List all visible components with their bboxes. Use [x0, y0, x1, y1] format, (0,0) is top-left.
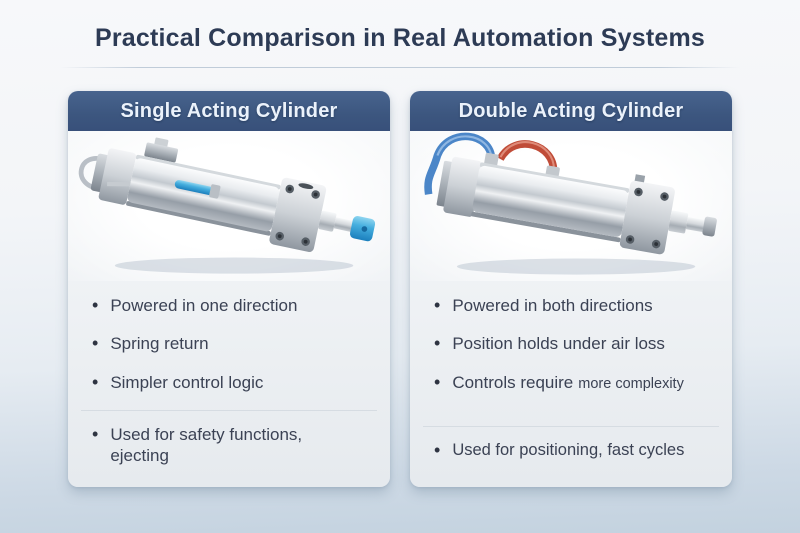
feature-text: Position holds under air loss [452, 334, 665, 354]
single-acting-header: Single Acting Cylinder [68, 91, 390, 131]
single-acting-feature-list: • Powered in one direction • Spring retu… [68, 295, 390, 410]
list-item: • Powered in one direction [92, 295, 380, 316]
double-acting-header: Double Acting Cylinder [410, 91, 732, 131]
feature-text: Powered in one direction [110, 296, 298, 315]
double-acting-card: Double Acting Cylinder [410, 91, 732, 487]
feature-text: Powered in both directions [452, 296, 653, 315]
single-acting-cylinder-image [78, 137, 375, 274]
double-acting-image-area [410, 131, 732, 281]
list-item: • Simpler control logic [92, 372, 380, 393]
title-divider [60, 67, 740, 68]
list-item: • Powered in both directions [434, 295, 722, 316]
list-item: • Spring return [92, 333, 380, 354]
bullet-icon: • [434, 333, 441, 354]
usage-text: Used for positioning, fast cycles [452, 441, 685, 460]
bullet-icon: • [92, 423, 99, 444]
bullet-icon: • [92, 371, 99, 392]
bullet-icon: • [92, 295, 99, 315]
double-acting-usage-section: • Used for positioning, fast cycles [423, 426, 719, 487]
usage-note: • Used for positioning, fast cycles [434, 440, 719, 461]
list-item: • Position holds under air loss [434, 333, 722, 354]
feature-text: Spring return [110, 334, 209, 354]
bullet-icon: • [434, 440, 441, 461]
feature-text: Simpler control logic [110, 372, 264, 392]
double-acting-cylinder-image [423, 132, 717, 275]
bullet-icon: • [434, 371, 441, 392]
bullet-icon: • [434, 295, 441, 315]
feature-text-main: Controls require [452, 372, 574, 392]
blue-air-line [174, 180, 214, 196]
single-acting-card: Single Acting Cylinder [68, 91, 390, 487]
usage-text: Used for safety functions, ejecting [110, 424, 303, 465]
comparison-cards: Single Acting Cylinder [0, 91, 800, 487]
single-acting-image-area [68, 131, 390, 281]
page-title: Practical Comparison in Real Automation … [94, 24, 706, 52]
double-acting-feature-list: • Powered in both directions • Position … [410, 295, 732, 426]
bullet-icon: • [92, 333, 99, 354]
single-acting-usage-section: • Used for safety functions, ejecting [81, 409, 377, 493]
usage-note: • Used for safety functions, ejecting [92, 424, 377, 467]
feature-text-small: more complexity [578, 375, 684, 392]
